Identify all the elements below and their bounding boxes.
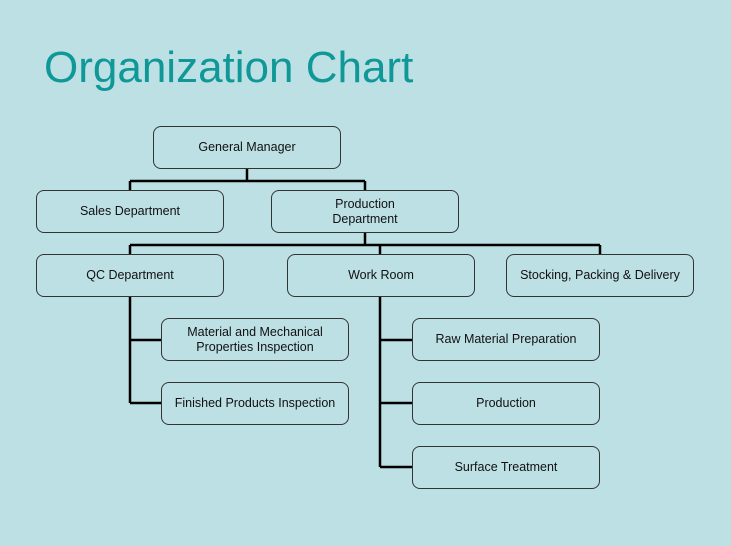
- node-label-line2: Department: [332, 211, 398, 226]
- node-qc-department: QC Department: [36, 254, 224, 297]
- node-label-line1: Production: [335, 196, 395, 211]
- connector-qc: [128, 297, 161, 405]
- node-general-manager: General Manager: [153, 126, 341, 169]
- node-label: Stocking, Packing & Delivery: [520, 268, 680, 282]
- node-label: General Manager: [198, 140, 296, 154]
- node-stocking-packing-delivery: Stocking, Packing & Delivery: [506, 254, 694, 297]
- node-finished-products-inspection: Finished Products Inspection: [161, 382, 349, 425]
- connector-production: [128, 233, 602, 254]
- connector-gm: [128, 169, 367, 190]
- node-label: Sales Department: [79, 204, 181, 218]
- page-title: Organization Chart: [44, 43, 414, 92]
- node-label-line2: Properties Inspection: [196, 339, 314, 354]
- node-label: Production: [476, 396, 536, 410]
- node-label: Work Room: [348, 268, 414, 282]
- node-raw-material-preparation: Raw Material Preparation: [412, 318, 600, 361]
- node-label: Finished Products Inspection: [174, 396, 336, 410]
- node-sales-department: Sales Department: [36, 190, 224, 233]
- connector-workroom: [378, 297, 412, 469]
- node-surface-treatment: Surface Treatment: [412, 446, 600, 489]
- node-label: QC Department: [86, 268, 174, 282]
- node-label-line1: Material and Mechanical: [187, 324, 323, 339]
- node-work-room: Work Room: [287, 254, 475, 297]
- node-label: Surface Treatment: [454, 460, 558, 474]
- node-production: Production: [412, 382, 600, 425]
- node-label: Raw Material Preparation: [435, 332, 577, 346]
